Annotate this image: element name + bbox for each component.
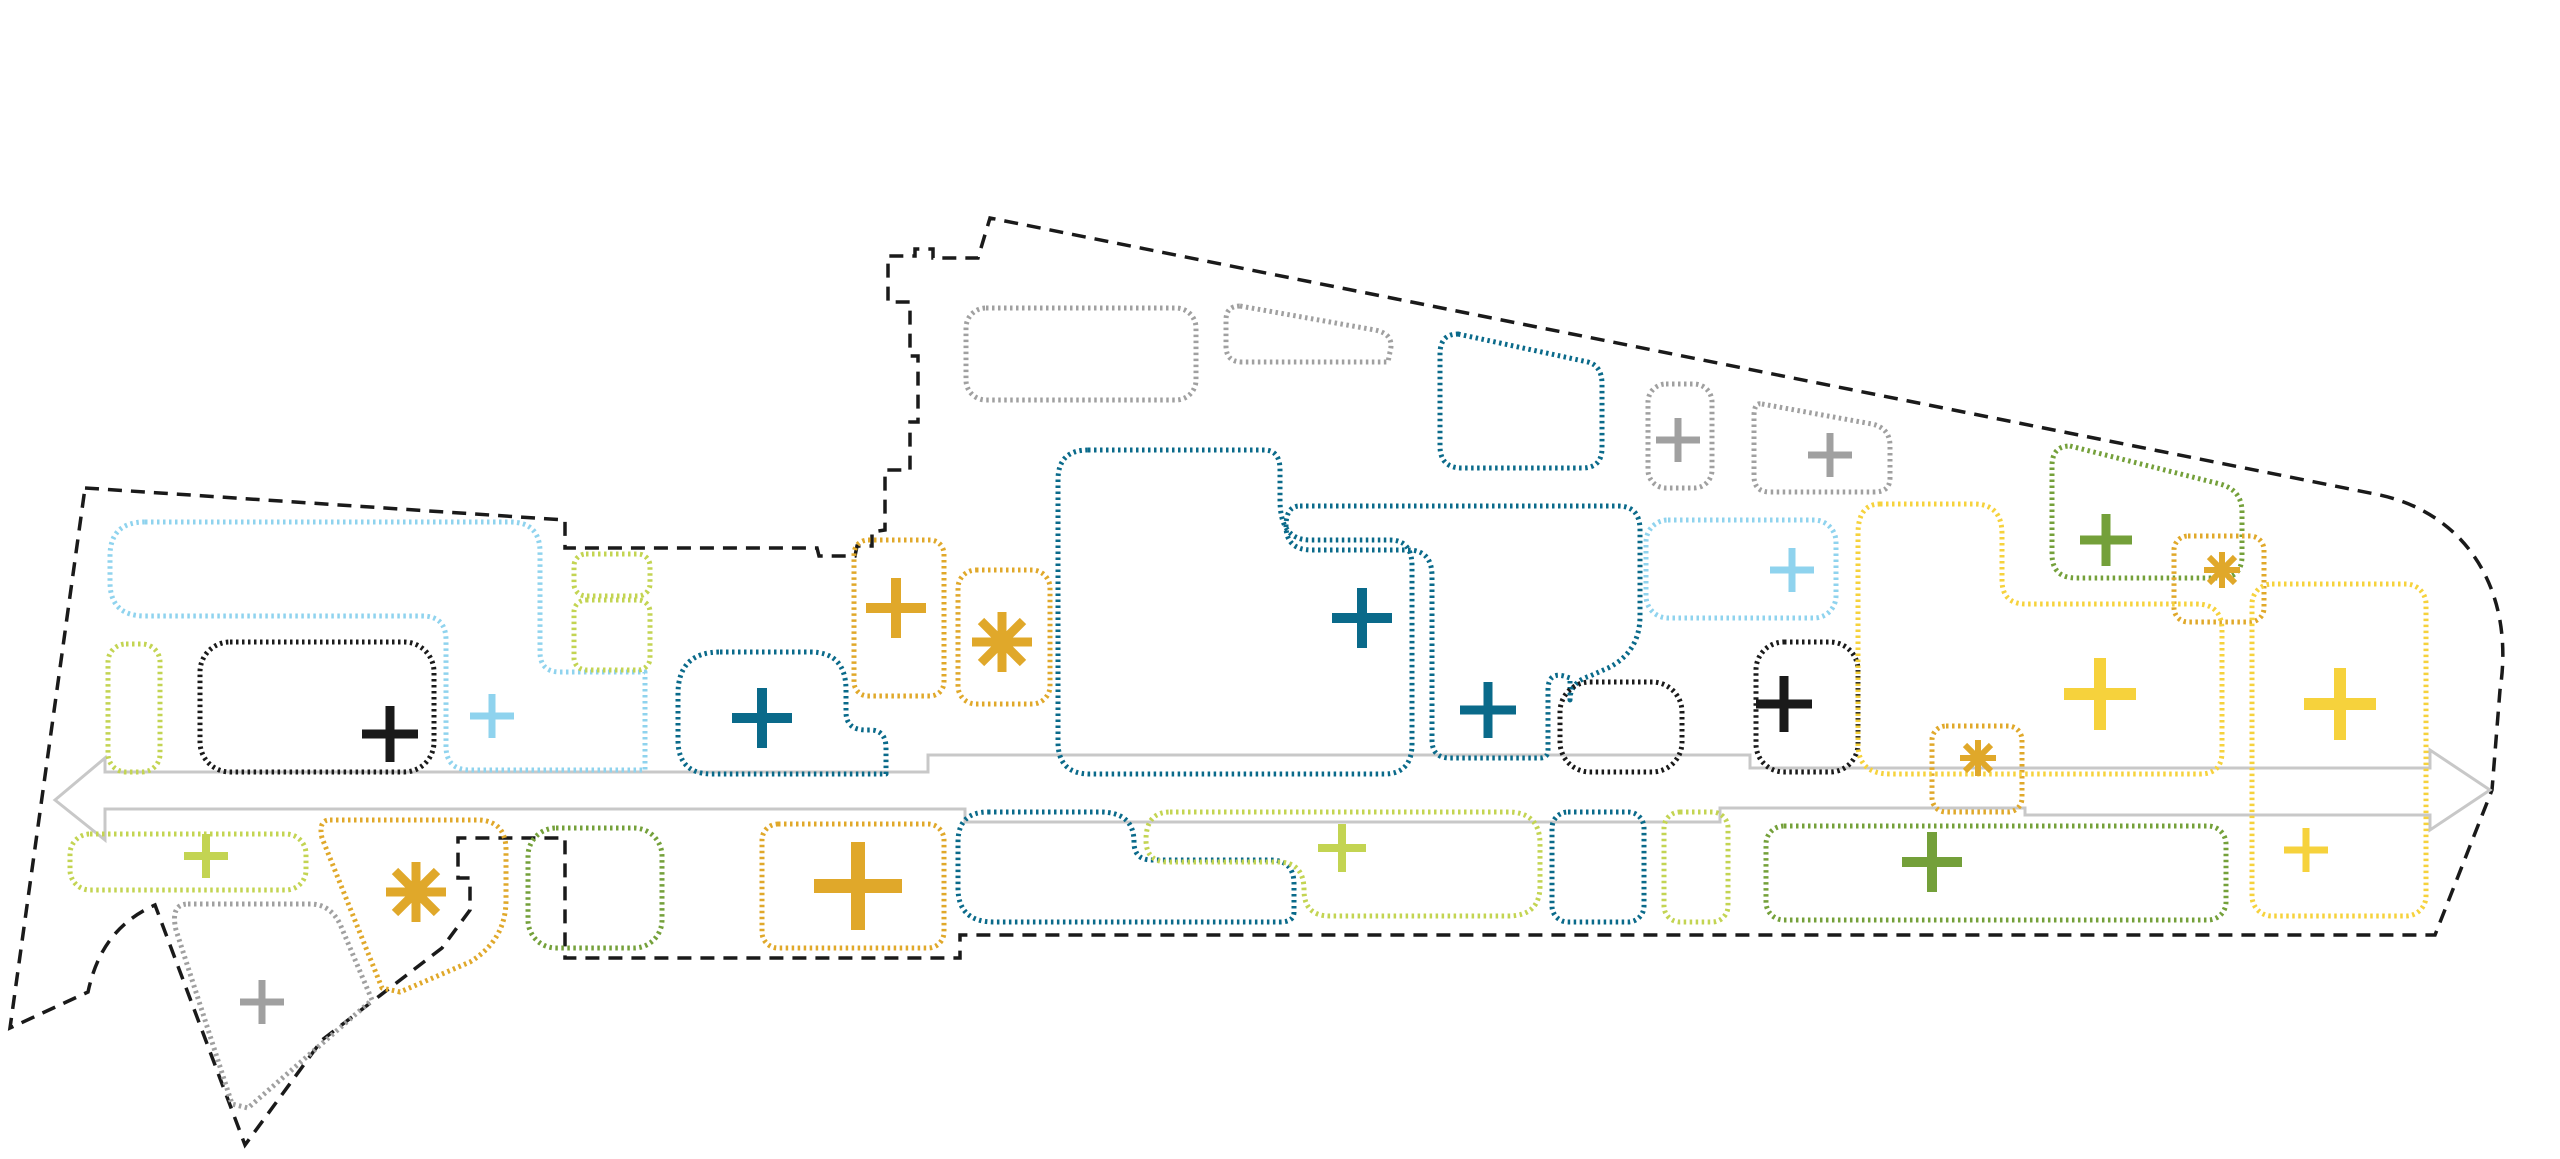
- plus-icon: [866, 578, 926, 638]
- plus-icon: [184, 834, 228, 878]
- zone-light-blue-west: [107, 519, 648, 773]
- asterisk-icon: [972, 612, 1032, 672]
- plus-icon: [1902, 832, 1962, 892]
- zone-lime-small-a: [571, 551, 653, 599]
- zone-petrol-north: [1437, 331, 1605, 471]
- plus-icon: [240, 980, 284, 1024]
- plus-icon: [362, 706, 418, 762]
- plus-icon: [1770, 548, 1814, 592]
- plus-icon: [2080, 514, 2132, 566]
- asterisk-icon: [1960, 740, 1996, 776]
- zone-petrol-south-a: [955, 809, 1297, 925]
- zone-black-central: [1557, 679, 1685, 775]
- zone-ochre-b: [955, 567, 1053, 707]
- plus-icon: [814, 842, 902, 930]
- plus-icon: [470, 694, 514, 738]
- plus-icon: [1460, 682, 1516, 738]
- zone-olive-south-west: [525, 825, 665, 951]
- zone-ochre-south: [759, 821, 947, 951]
- zone-yellow-east: [1855, 501, 2225, 777]
- zone-grey-north-a: [963, 305, 1199, 403]
- zone-grey-southwest: [172, 901, 375, 1111]
- asterisk-icon: [386, 862, 446, 922]
- zone-petrol-south-b: [1549, 809, 1647, 925]
- zone-lime-south-east: [1661, 809, 1731, 925]
- plus-icon: [2284, 828, 2328, 872]
- site-boundary: [7, 215, 2505, 1149]
- plus-icon: [1756, 676, 1812, 732]
- zone-black-west: [197, 639, 437, 775]
- zone-ochre-a: [851, 537, 947, 699]
- zone-olive-north-east: [2049, 443, 2245, 581]
- zone-olive-south-east: [1763, 823, 2229, 923]
- zone-petrol-west: [675, 649, 889, 777]
- plus-icon: [2304, 668, 2376, 740]
- central-axis-band: [52, 747, 2493, 844]
- zone-petrol-central: [1055, 447, 1415, 777]
- zone-light-blue-east: [1643, 517, 1839, 621]
- zone-petrol-central-east: [1283, 503, 1643, 761]
- zone-yellow-far-east: [2249, 581, 2429, 919]
- zone-lime-southwest: [67, 831, 309, 893]
- plus-icon: [1656, 418, 1700, 462]
- plus-icon: [1808, 433, 1852, 477]
- plus-icon: [732, 688, 792, 748]
- zone-ochre-north-east-small: [2171, 533, 2267, 625]
- asterisk-icon: [2204, 552, 2240, 588]
- zone-lime-small-b: [571, 597, 653, 673]
- plus-icon: [1318, 824, 1366, 872]
- zone-grey-north-d: [1751, 401, 1893, 495]
- plus-icon: [1332, 588, 1392, 648]
- plus-icon: [2064, 658, 2136, 730]
- zone-grey-north-b: [1223, 303, 1394, 365]
- zone-grey-north-c: [1645, 381, 1715, 491]
- zone-ochre-east-small: [1929, 723, 2025, 815]
- zone-lime-west-strip: [105, 641, 163, 775]
